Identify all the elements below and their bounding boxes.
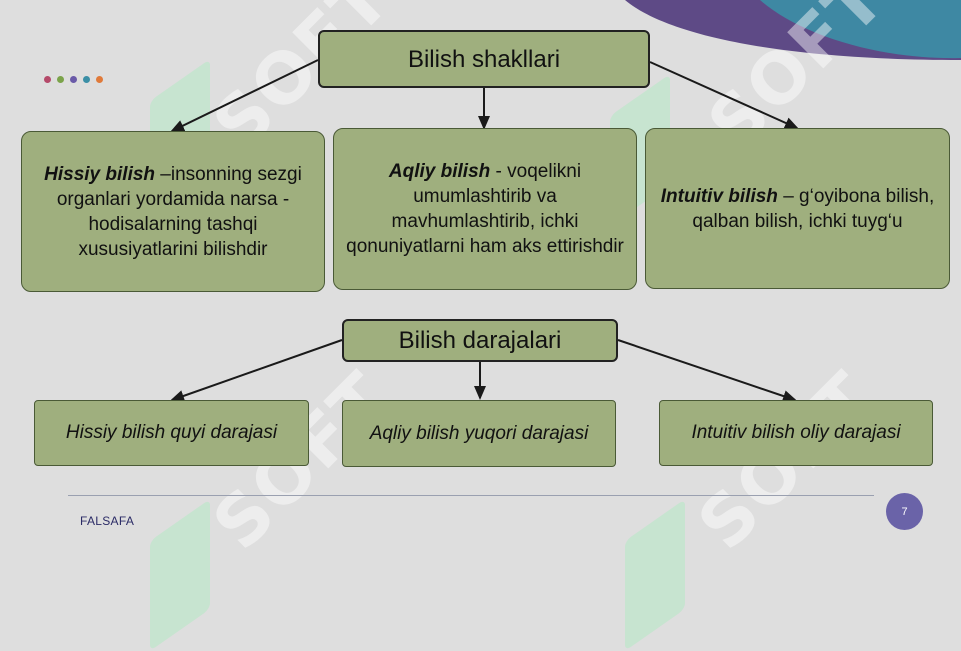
hissiy-level-box: Hissiy bilish quyi darajasi	[34, 400, 309, 466]
dot	[83, 76, 90, 83]
dot	[57, 76, 64, 83]
arrow-to-intuitiv	[649, 61, 799, 129]
intuitiv-level-text: Intuitiv bilish oliy darajasi	[691, 422, 901, 443]
slide: SOFT SOFT SOFT SOFT Bilish shakllari His…	[21, 0, 961, 651]
hissiy-bilish-box: Hissiy bilish –insonning sezgi organlari…	[21, 131, 325, 292]
aqliy-level-box: Aqliy bilish yuqori darajasi	[342, 400, 616, 467]
footer-label: FALSAFA	[80, 514, 135, 528]
intuitiv-bilish-text: – g‘oyibona bilish, qalban bilish, ichki…	[692, 185, 935, 232]
intuitiv-bilish-term: Intuitiv bilish	[660, 185, 778, 207]
page-number-badge: 7	[886, 493, 923, 530]
aqliy-bilish-text: - voqelikni umumlashtirib va mavhumlasht…	[346, 161, 624, 257]
hissiy-bilish-term: Hissiy bilish	[44, 163, 156, 185]
aqliy-bilish-box: Aqliy bilish - voqelikni umumlashtirib v…	[333, 128, 637, 290]
hissiy-level-text: Hissiy bilish quyi darajasi	[65, 422, 278, 443]
dot	[44, 76, 51, 83]
arrow-to-hissiy-level	[170, 339, 343, 402]
arrow-to-intuitiv-level	[617, 339, 797, 402]
page-number: 7	[901, 505, 908, 518]
bilish-darajalari-box: Bilish darajalari	[342, 319, 618, 362]
connector-arrows	[170, 59, 799, 402]
bilish-darajalari-title: Bilish darajalari	[398, 327, 562, 354]
arrow-to-hissiy	[170, 59, 319, 132]
aqliy-level-text: Aqliy bilish yuqori darajasi	[369, 422, 589, 444]
intuitiv-level-box: Intuitiv bilish oliy darajasi	[659, 400, 933, 466]
bilish-shakllari-box: Bilish shakllari	[318, 30, 650, 88]
footer-divider	[68, 495, 874, 496]
aqliy-bilish-term: Aqliy bilish	[388, 161, 491, 182]
decorative-dots	[44, 76, 103, 83]
intuitiv-bilish-box: Intuitiv bilish – g‘oyibona bilish, qalb…	[645, 128, 950, 289]
bilish-shakllari-title: Bilish shakllari	[407, 45, 561, 73]
dot	[70, 76, 77, 83]
dot	[96, 76, 103, 83]
hissiy-bilish-text: –insonning sezgi organlari yordamida nar…	[56, 163, 302, 260]
